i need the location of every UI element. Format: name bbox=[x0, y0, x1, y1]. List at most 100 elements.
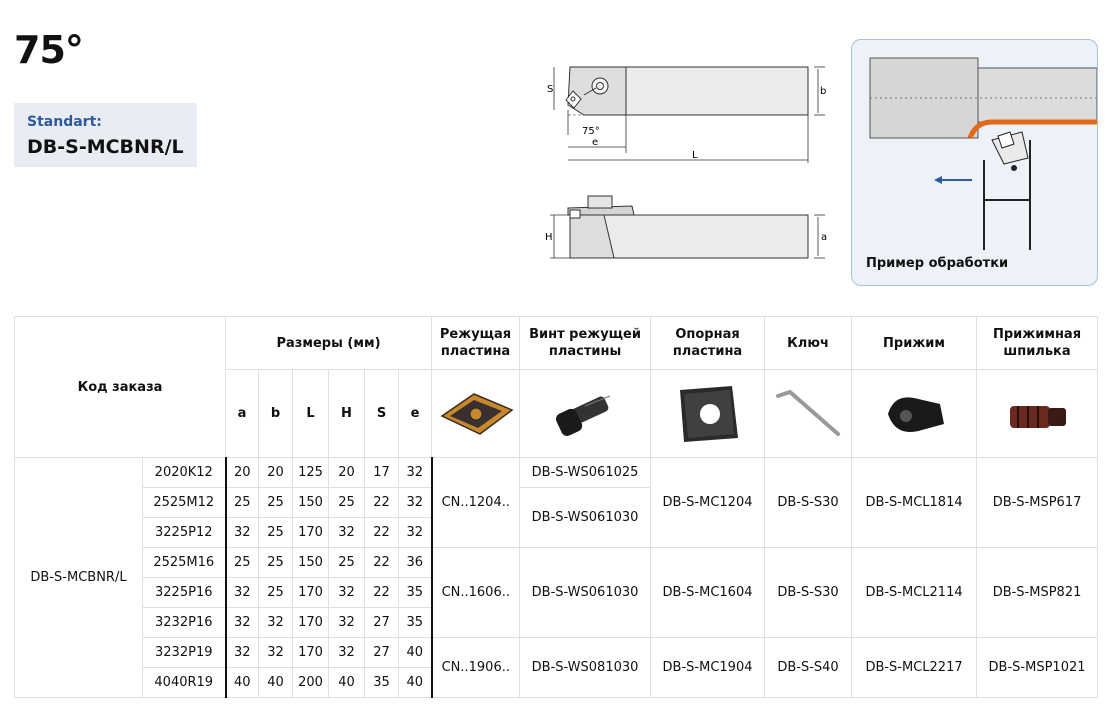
angle-title: 75° bbox=[14, 28, 84, 72]
machining-example-box: Пример обработки bbox=[851, 39, 1098, 286]
screw-icon bbox=[519, 369, 652, 458]
dim-col-b: b bbox=[258, 369, 293, 458]
cell-H: 32 bbox=[328, 517, 365, 548]
top-view-drawing: S b 75° e L bbox=[547, 66, 826, 163]
cell-H: 20 bbox=[328, 457, 365, 488]
cell-a: 32 bbox=[224, 577, 259, 608]
cell-S: 22 bbox=[364, 547, 399, 578]
dims-header: Размеры (мм) bbox=[224, 316, 433, 370]
shim-icon bbox=[650, 369, 766, 458]
dim-col-S: S bbox=[364, 369, 399, 458]
cell-a: 32 bbox=[224, 607, 259, 638]
cell-b: 32 bbox=[258, 637, 293, 668]
key-code: DB-S-S40 bbox=[764, 637, 853, 698]
screw-code: DB-S-WS061025 bbox=[519, 457, 652, 488]
order-code: 2525M16 bbox=[142, 547, 226, 578]
dim-col-e: e bbox=[397, 369, 433, 458]
cell-S: 22 bbox=[364, 487, 399, 518]
machining-illustration bbox=[869, 57, 1097, 255]
order-code-header: Код заказа bbox=[14, 316, 226, 458]
dim-a-label: a bbox=[821, 232, 827, 243]
cell-L: 125 bbox=[292, 457, 329, 488]
cell-S: 27 bbox=[364, 637, 399, 668]
insert-header: Режущая пластина bbox=[431, 316, 521, 370]
cell-e: 35 bbox=[397, 607, 433, 638]
cell-b: 25 bbox=[258, 547, 293, 578]
cell-H: 32 bbox=[328, 637, 365, 668]
cell-b: 32 bbox=[258, 607, 293, 638]
cell-a: 32 bbox=[224, 637, 259, 668]
insert-code: CN..1606.. bbox=[431, 547, 521, 638]
cell-H: 25 bbox=[328, 487, 365, 518]
cell-H: 25 bbox=[328, 547, 365, 578]
cell-b: 25 bbox=[258, 517, 293, 548]
insert-icon bbox=[431, 369, 521, 458]
dim-b-label: b bbox=[820, 86, 826, 97]
spec-table: Код заказа Размеры (мм) Режущая пластина… bbox=[14, 316, 1099, 698]
standard-label: Standart: bbox=[27, 114, 102, 130]
cell-e: 32 bbox=[397, 487, 433, 518]
dim-L-label: L bbox=[692, 150, 698, 161]
dim-col-L: L bbox=[292, 369, 329, 458]
dim-H-label: H bbox=[545, 232, 553, 243]
dim-col-H: H bbox=[328, 369, 365, 458]
cell-L: 170 bbox=[292, 637, 329, 668]
clamp-code: DB-S-MCL2217 bbox=[851, 637, 978, 698]
screw-code: DB-S-WS061030 bbox=[519, 487, 652, 548]
cell-S: 35 bbox=[364, 667, 399, 698]
cell-S: 22 bbox=[364, 517, 399, 548]
standard-box: Standart: DB-S-MCBNR/L bbox=[14, 103, 197, 167]
order-code: 3225P16 bbox=[142, 577, 226, 608]
cell-b: 40 bbox=[258, 667, 293, 698]
cell-S: 17 bbox=[364, 457, 399, 488]
dim-S-label: S bbox=[547, 84, 553, 95]
cell-L: 170 bbox=[292, 607, 329, 638]
cell-H: 32 bbox=[328, 577, 365, 608]
shim-code: DB-S-MC1604 bbox=[650, 547, 766, 638]
key-code: DB-S-S30 bbox=[764, 457, 853, 548]
order-code: 2525M12 bbox=[142, 487, 226, 518]
standard-code: DB-S-MCBNR/L bbox=[27, 136, 184, 158]
screw-header: Винт режущей пластины bbox=[519, 316, 652, 370]
shim-header: Опорная пластина bbox=[650, 316, 766, 370]
order-code: 3232P19 bbox=[142, 637, 226, 668]
cell-e: 32 bbox=[397, 457, 433, 488]
pin-code: DB-S-MSP821 bbox=[976, 547, 1099, 638]
cell-a: 20 bbox=[224, 457, 259, 488]
dim-angle-label: 75° bbox=[582, 126, 600, 137]
cell-b: 20 bbox=[258, 457, 293, 488]
machining-example-label: Пример обработки bbox=[866, 256, 1009, 271]
cell-a: 32 bbox=[224, 517, 259, 548]
pin-code: DB-S-MSP617 bbox=[976, 457, 1099, 548]
clamp-header: Прижим bbox=[851, 316, 978, 370]
clamp-code: DB-S-MCL1814 bbox=[851, 457, 978, 548]
clamp-code: DB-S-MCL2114 bbox=[851, 547, 978, 638]
order-code: 2020K12 bbox=[142, 457, 226, 488]
cell-e: 40 bbox=[397, 637, 433, 668]
cell-H: 32 bbox=[328, 607, 365, 638]
key-header: Ключ bbox=[764, 316, 853, 370]
cell-e: 35 bbox=[397, 577, 433, 608]
insert-code: CN..1204.. bbox=[431, 457, 521, 548]
screw-code: DB-S-WS061030 bbox=[519, 547, 652, 638]
screw-code: DB-S-WS081030 bbox=[519, 637, 652, 698]
key-icon bbox=[764, 369, 853, 458]
cell-S: 27 bbox=[364, 607, 399, 638]
series-code: DB-S-MCBNR/L bbox=[14, 457, 143, 698]
cell-L: 170 bbox=[292, 517, 329, 548]
cell-H: 40 bbox=[328, 667, 365, 698]
cell-b: 25 bbox=[258, 487, 293, 518]
shim-code: DB-S-MC1904 bbox=[650, 637, 766, 698]
cell-L: 150 bbox=[292, 487, 329, 518]
order-code: 3232P16 bbox=[142, 607, 226, 638]
side-view-drawing: H a bbox=[545, 195, 827, 259]
cell-L: 150 bbox=[292, 547, 329, 578]
order-code: 3225P12 bbox=[142, 517, 226, 548]
cell-e: 36 bbox=[397, 547, 433, 578]
cell-L: 170 bbox=[292, 577, 329, 608]
shim-code: DB-S-MC1204 bbox=[650, 457, 766, 548]
order-code: 4040R19 bbox=[142, 667, 226, 698]
pin-header: Прижимная шпилька bbox=[976, 316, 1099, 370]
cell-a: 40 bbox=[224, 667, 259, 698]
cell-L: 200 bbox=[292, 667, 329, 698]
